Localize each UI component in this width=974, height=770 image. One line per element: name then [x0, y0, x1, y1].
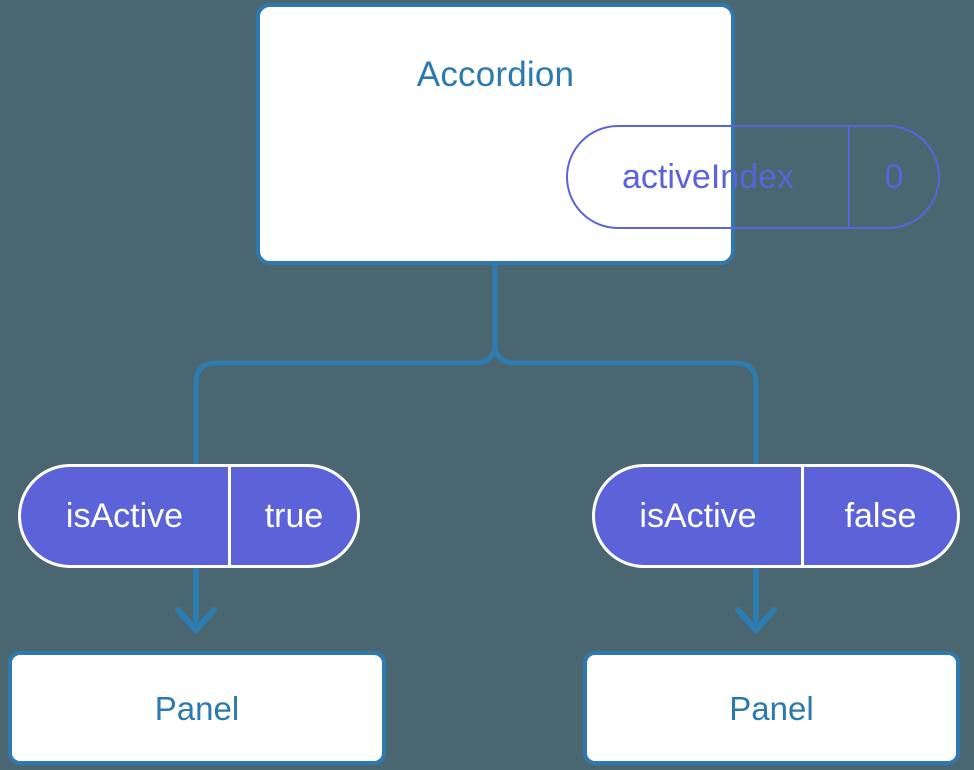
node-panel-left[interactable]: Panel	[8, 651, 386, 765]
prop-pill-key: isActive	[639, 497, 757, 535]
prop-pill-is-active-true[interactable]: isActive true	[18, 464, 360, 568]
state-pill-key: activeIndex	[622, 158, 794, 196]
branch-to-right-pill	[492, 262, 759, 467]
prop-pill-key: isActive	[65, 497, 184, 535]
prop-pill-value: true	[228, 467, 357, 565]
node-panel-right[interactable]: Panel	[583, 651, 960, 765]
node-panel-left-label: Panel	[154, 689, 240, 727]
node-panel-right-label: Panel	[729, 689, 814, 727]
branch-to-left-pill	[193, 262, 498, 467]
prop-pill-is-active-false[interactable]: isActive false	[592, 464, 960, 568]
node-accordion[interactable]: Accordion activeIndex 0	[256, 3, 940, 265]
arrow-down-icon-right	[735, 567, 777, 633]
arrow-down-icon-left	[175, 567, 217, 633]
prop-pill-value: false	[801, 467, 957, 565]
node-accordion-label: Accordion	[416, 55, 575, 94]
state-pill-value: 0	[848, 127, 938, 227]
state-pill-active-index[interactable]: activeIndex 0	[566, 125, 940, 229]
